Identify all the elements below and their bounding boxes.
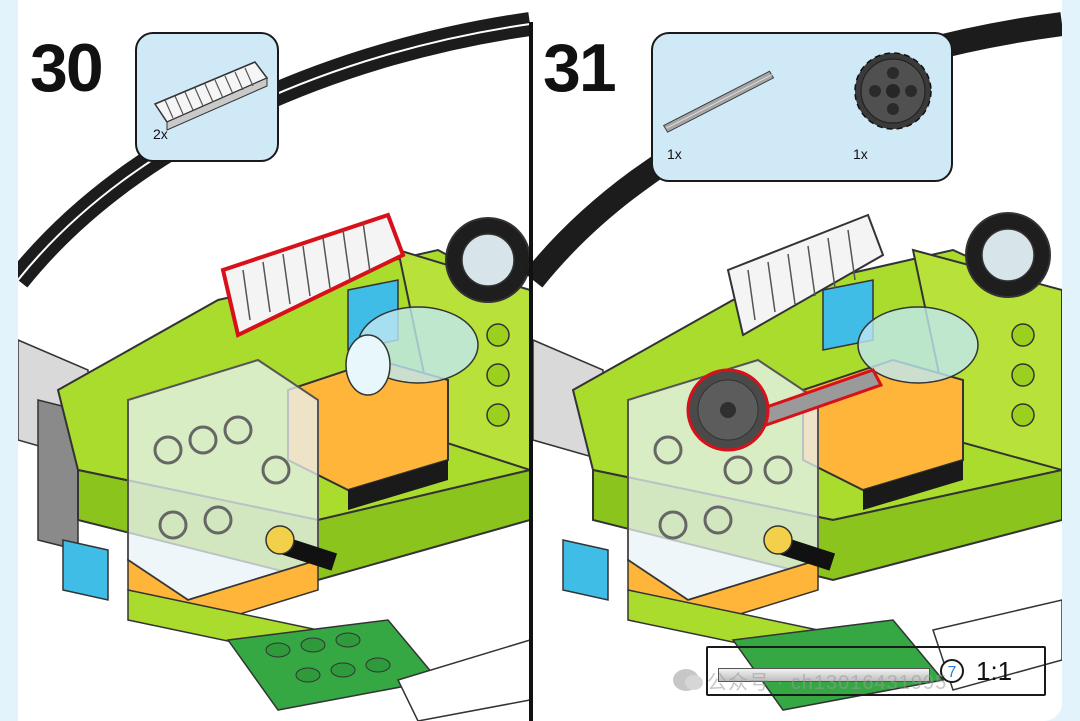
gear-rack-quantity: 2x [153,126,168,142]
gear-rack-icon [153,61,269,131]
step-30-model-illustration [18,12,532,721]
panel-divider [529,22,533,721]
instruction-sheet: 30 2x 31 [18,0,1062,721]
gear-quantity: 1x [853,146,868,162]
parts-callout-step-30: 2x [135,32,279,162]
wechat-logo-icon [673,669,703,691]
step-number-30: 30 [30,30,104,106]
gear-rack-model-highlight [220,212,406,338]
gear-24-tooth-icon [854,52,932,130]
watermark: 公众号 · ch13016431995 [673,665,947,695]
axle-icon [662,70,775,133]
axle-quantity: 1x [667,146,682,162]
parts-callout-step-31: 1x 1x [651,32,953,182]
step-number-31: 31 [543,30,617,106]
gear-model-highlight [686,368,770,452]
scale-reference-box: 7 1:1 [706,646,1046,696]
axle-scale-bar [718,668,930,682]
watermark-text: 公众号 · ch13016431995 [707,671,948,694]
scale-ratio: 1:1 [976,656,1013,686]
axle-length-badge: 7 [940,659,964,683]
